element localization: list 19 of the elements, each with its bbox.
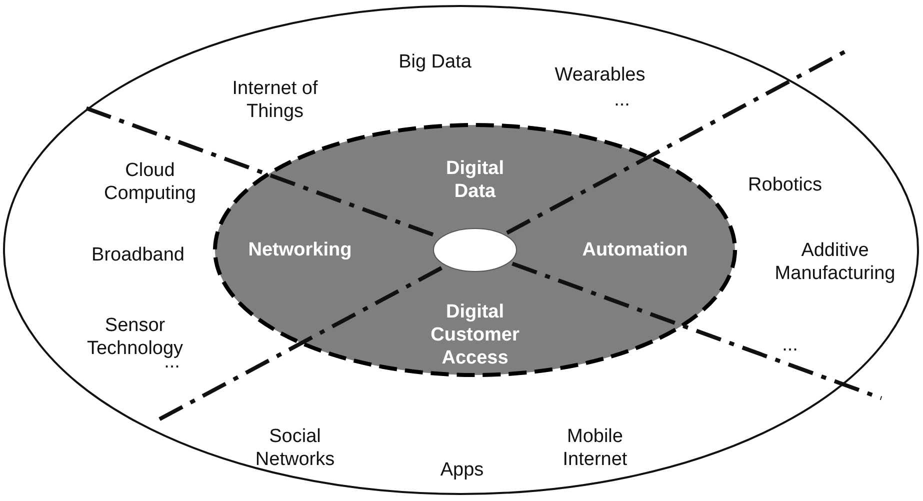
outer-ellipse bbox=[3, 5, 919, 495]
technology-label: Wearables bbox=[554, 64, 646, 86]
sector-title: Automation bbox=[582, 238, 688, 262]
sector-title: Digital Data bbox=[444, 157, 506, 203]
technology-label: Additive Manufacturing bbox=[774, 239, 896, 285]
technology-label: Social Networks bbox=[254, 425, 336, 471]
technology-label: Internet of Things bbox=[231, 77, 319, 123]
technology-label: Cloud Computing bbox=[103, 159, 197, 205]
sector-title: Networking bbox=[248, 238, 352, 262]
sector-title: Digital Customer Access bbox=[430, 300, 520, 370]
technology-label: Mobile Internet bbox=[562, 425, 628, 471]
technology-label: Robotics bbox=[748, 174, 822, 196]
technology-label: Big Data bbox=[398, 50, 472, 74]
technology-label: ... bbox=[782, 334, 798, 356]
technology-label: ... bbox=[614, 88, 630, 112]
technology-label: Apps bbox=[440, 458, 484, 482]
center-ellipse bbox=[433, 228, 517, 272]
technology-label: Broadband bbox=[92, 244, 184, 266]
inner-dashed-ellipse bbox=[213, 123, 737, 377]
